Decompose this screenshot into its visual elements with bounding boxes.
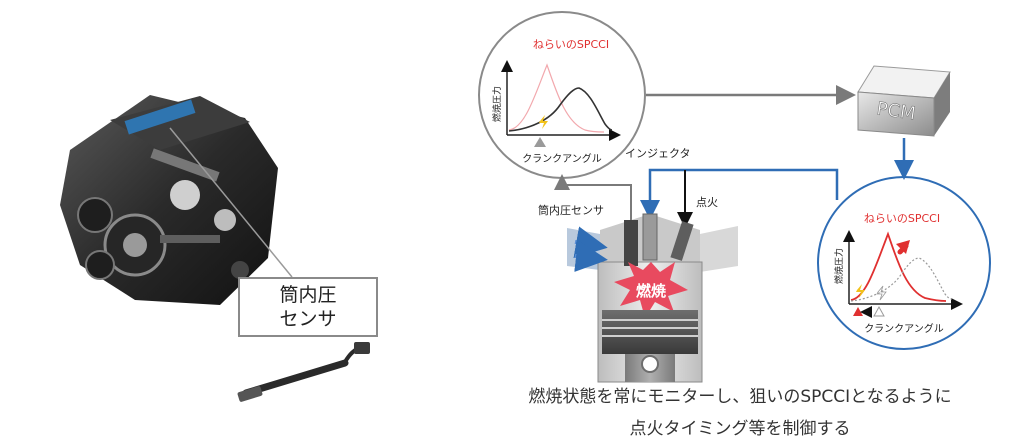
pcm-label: PCM [875, 98, 916, 124]
combustion-label: 燃焼 [636, 282, 666, 300]
exhaust-port [700, 226, 738, 272]
injector-label: インジェクタ [625, 147, 691, 160]
pressure-sensor-image [237, 342, 370, 402]
caption-line-1: 燃焼状態を常にモニターし、狙いのSPCCIとなるように [528, 387, 952, 407]
chart-left: ねらいのSPCCI 燃焼圧力 クランクアングル [478, 11, 646, 179]
caption-line-2: 点火タイミング等を制御する [629, 419, 851, 439]
chart-right-spark-icon [856, 284, 865, 298]
chart-right-target-curve [850, 231, 947, 302]
sensor-feedback-arrow [554, 174, 632, 222]
cylinder-cross-section: 燃焼 [567, 213, 738, 383]
chart-left-spark-icon [539, 115, 548, 129]
pressure-sensor-in-head [624, 220, 638, 266]
chart-left-ylabel: 燃焼圧力 [491, 86, 503, 122]
chart-left-target-curve [508, 63, 605, 133]
chart-left-actual-curve [508, 87, 613, 132]
pressure-sensor-label: 筒内圧センサ [538, 203, 604, 217]
chart-left-timing-marker-icon [534, 137, 546, 147]
pcm-unit: PCM [857, 65, 951, 137]
intake-port [567, 228, 600, 270]
sensor-leader-line [169, 127, 293, 278]
piston [602, 310, 698, 354]
pcm-to-injector-arrow [640, 168, 839, 220]
chart-left-title: ねらいのSPCCI [533, 38, 609, 51]
engine-illustration [60, 95, 278, 305]
chart-right-previous-timing-marker-icon [873, 305, 885, 317]
sensor-callout-line1: 筒内圧 [279, 284, 337, 306]
injector-body [642, 213, 658, 261]
ignition-label: 点火 [696, 196, 718, 209]
chart-right-previous-curve [850, 257, 953, 302]
chart-right: ねらいのSPCCI 燃焼圧力 クランクアングル [817, 176, 991, 350]
combustion-burst [614, 262, 688, 318]
chart-right-title: ねらいのSPCCI [864, 212, 940, 225]
sensor-callout-line2: センサ [279, 308, 337, 330]
chart-right-xlabel: クランクアングル [864, 322, 944, 335]
chart-right-ylabel: 燃焼圧力 [833, 248, 845, 284]
sensor-callout-box: 筒内圧 センサ [238, 277, 378, 337]
chart-left-xlabel: クランクアングル [522, 152, 602, 165]
intake-flow-arrow-icon-2 [574, 240, 608, 273]
spark-plug [670, 221, 694, 261]
chart-right-previous-spark-icon [876, 285, 887, 301]
